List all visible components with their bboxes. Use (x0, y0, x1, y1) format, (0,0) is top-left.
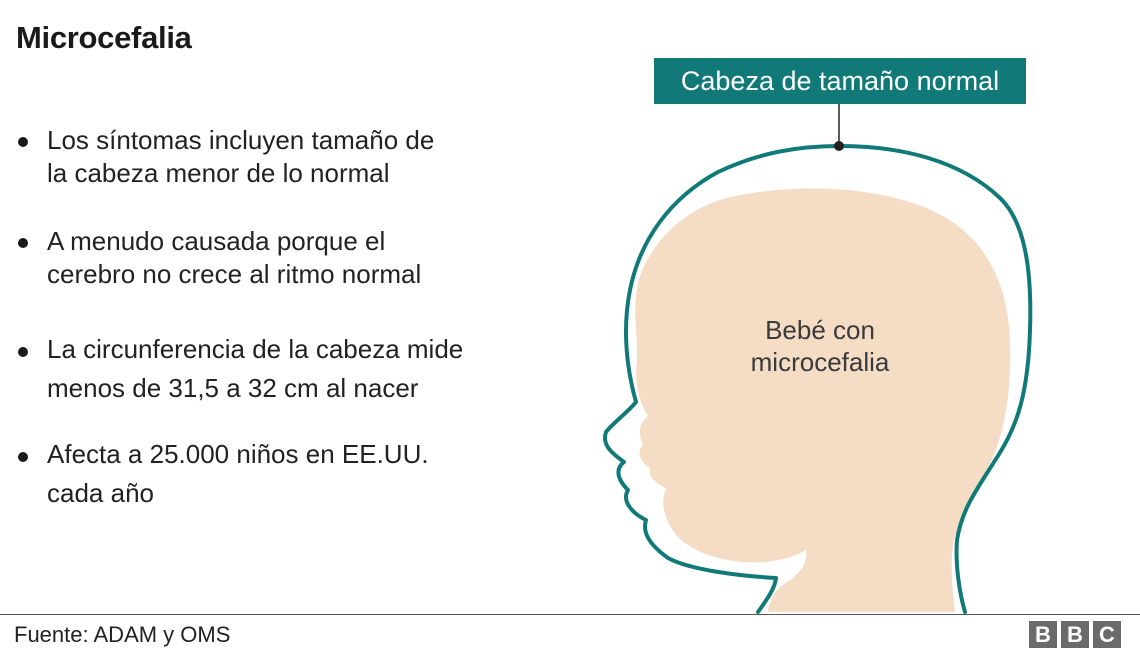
bbc-logo: B B C (1029, 621, 1121, 648)
microcephaly-label-line: microcefalia (750, 347, 890, 377)
bullet-line: cerebro no crece al ritmo normal (47, 259, 422, 289)
bullet-item: A menudo causada porque el cerebro no cr… (16, 225, 421, 291)
footer-divider (0, 614, 1140, 615)
bbc-logo-block: B (1061, 621, 1089, 648)
bullet-dot-icon (18, 137, 28, 147)
normal-head-outline (603, 144, 1033, 614)
normal-head-callout: Cabeza de tamaño normal (654, 58, 1026, 104)
bullet-line: Afecta a 25.000 niños en EE.UU. (47, 439, 429, 469)
source-credit: Fuente: ADAM y OMS (14, 622, 231, 647)
page-title: Microcefalia (16, 20, 192, 55)
bbc-logo-block: B (1029, 621, 1057, 648)
callout-anchor-dot (834, 141, 844, 151)
microcephaly-label: Bebé con microcefalia (700, 314, 940, 378)
bullet-line: Los síntomas incluyen tamaño de (47, 125, 435, 155)
bullet-line: cada año (47, 478, 154, 508)
bullet-item: Los síntomas incluyen tamaño de la cabez… (16, 124, 434, 190)
head-diagram (603, 104, 1033, 614)
bullet-line: la cabeza menor de lo normal (47, 158, 390, 188)
bullet-line: menos de 31,5 a 32 cm al nacer (47, 373, 419, 403)
bullet-item: Afecta a 25.000 niños en EE.UU. cada año (16, 435, 429, 513)
bullet-line: A menudo causada porque el (47, 226, 386, 256)
bullet-dot-icon (18, 452, 28, 462)
bullet-line: La circunferencia de la cabeza mide (47, 334, 464, 364)
microcephaly-label-line: Bebé con (765, 315, 875, 345)
bullet-dot-icon (18, 347, 28, 357)
bullet-item: La circunferencia de la cabeza mide meno… (16, 330, 463, 408)
microcephaly-head-shape (635, 188, 1011, 612)
bullet-dot-icon (18, 238, 28, 248)
bbc-logo-block: C (1093, 621, 1121, 648)
